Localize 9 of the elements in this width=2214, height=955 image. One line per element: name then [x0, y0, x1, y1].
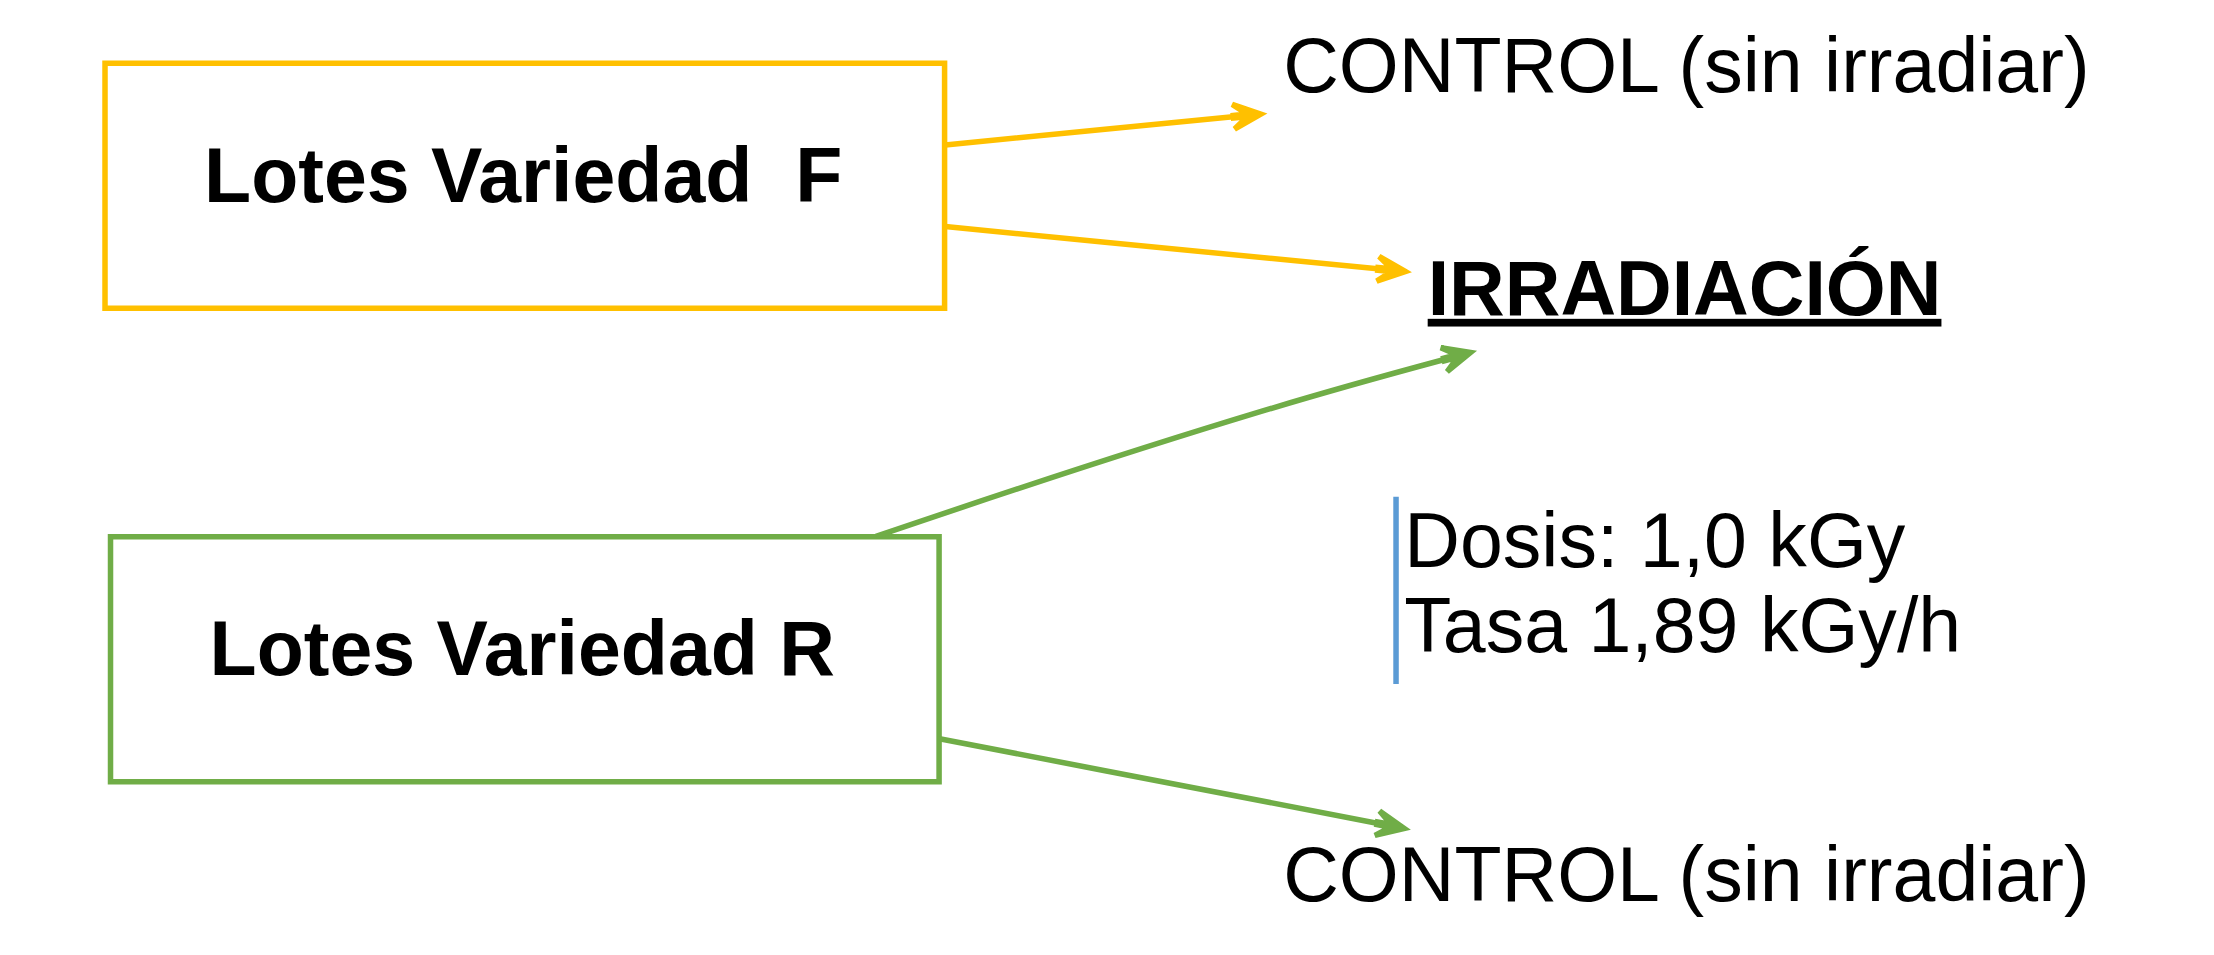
label: Dosis: 1,0 kGy: [1404, 496, 1906, 583]
node-text: CONTROL (sin irradiar): [1283, 831, 2090, 918]
node-box: Lotes Variedad R: [107, 533, 942, 785]
node-text: CONTROL (sin irradiar): [1283, 21, 2090, 108]
label: Tasa 1,89 kGy/h: [1404, 582, 1962, 669]
node-text: IRRADIACIÓN: [1427, 244, 1942, 331]
arrow: [945, 223, 1409, 284]
arrow: [939, 736, 1408, 839]
node-box: Lotes Variedad F: [102, 60, 948, 311]
